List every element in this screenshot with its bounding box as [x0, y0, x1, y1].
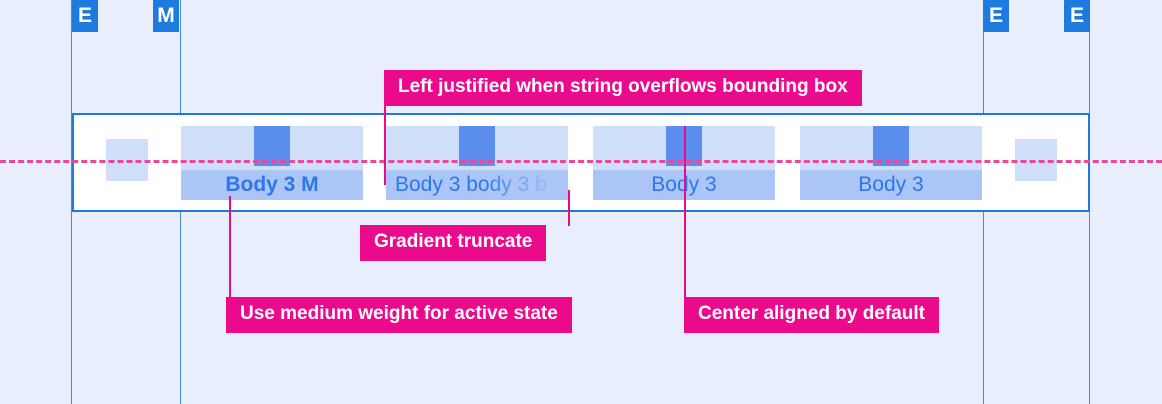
spacing-badge-e-right-outer: E — [1064, 0, 1090, 32]
tab-cell-overflow[interactable]: Body 3 body 3 b — [386, 126, 568, 200]
tab-cell-label: Body 3 — [858, 173, 924, 196]
spacing-badge-e-right-inner: E — [983, 0, 1009, 32]
tab-cell-active[interactable]: Body 3 M — [181, 126, 363, 200]
tab-cell-label: Body 3 body 3 b — [395, 173, 547, 196]
tab-cell-label-band — [181, 170, 363, 200]
leader-line-center-aligned — [684, 126, 686, 298]
leader-line-gradient — [568, 190, 570, 226]
square-icon — [873, 126, 909, 166]
callout-overflow: Left justified when string overflows bou… — [384, 70, 862, 106]
tab-cell-icon-area — [800, 126, 982, 170]
square-icon — [459, 126, 495, 166]
spacing-badge-e-left-outer: E — [72, 0, 98, 32]
callout-medium-weight: Use medium weight for active state — [226, 297, 572, 333]
tab-cell-label: Body 3 — [651, 173, 717, 196]
baseline-guide-dashed — [0, 160, 1162, 163]
square-icon — [254, 126, 290, 166]
leader-line-medium-weight-vertical — [229, 196, 231, 298]
tab-cell-group: Body 3 M Body 3 body 3 b Body 3 Body 3 — [181, 126, 983, 200]
callout-gradient: Gradient truncate — [360, 225, 547, 261]
tab-cell-icon-area — [181, 126, 363, 170]
tab-cell-label: Body 3 M — [225, 173, 319, 196]
callout-center-aligned: Center aligned by default — [684, 297, 939, 333]
spacing-badge-m-left-inner: M — [153, 0, 179, 32]
tab-cell-label-band — [800, 170, 982, 200]
guide-line-left-outer — [71, 0, 72, 404]
tab-cell-center-default-2[interactable]: Body 3 — [800, 126, 982, 200]
tab-cell-icon-area — [386, 126, 568, 170]
leader-line-overflow — [384, 70, 386, 185]
